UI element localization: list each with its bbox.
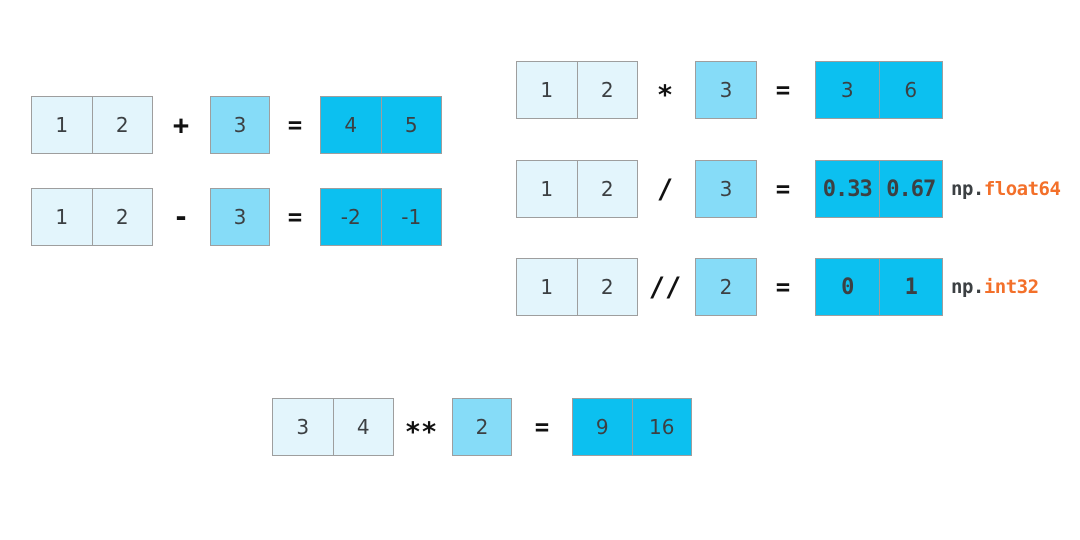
result-cell: 9 — [595, 415, 609, 439]
scalar-box: 2 — [452, 398, 512, 456]
equals-sign: = — [775, 175, 791, 203]
result-cell: 4 — [344, 113, 358, 137]
scalar-box: 3 — [210, 96, 270, 154]
array-cell: 4 — [332, 399, 394, 455]
equals-sign: = — [287, 203, 303, 231]
input-array: 1 2 — [31, 96, 153, 154]
operation-row-divide: 1 2 / 3 = 0.33 0.67 np.float64 — [0, 160, 1080, 218]
result-cell: 0.33 — [822, 176, 873, 202]
dtype-name: int32 — [983, 276, 1039, 298]
array-cell: 2 — [576, 259, 638, 315]
operator-minus: - — [172, 201, 190, 233]
equals-sign: = — [287, 111, 303, 139]
operation-row-floor-divide: 1 2 // 2 = 0 1 np.int32 — [0, 258, 1080, 316]
result-array: -2 -1 — [320, 188, 442, 246]
result-cell: -1 — [380, 189, 442, 245]
dtype-prefix: np. — [951, 178, 984, 200]
equals-sign: = — [775, 273, 791, 301]
result-cell: 6 — [878, 62, 943, 118]
input-array: 3 4 — [272, 398, 394, 456]
scalar-box: 3 — [695, 61, 757, 119]
equals-sign: = — [775, 76, 791, 104]
array-cell: 1 — [55, 113, 69, 137]
array-cell: 2 — [576, 62, 638, 118]
array-cell: 2 — [91, 97, 153, 153]
operator-plus: + — [172, 109, 190, 141]
result-cell: 16 — [631, 399, 692, 455]
result-array: 0 1 — [815, 258, 943, 316]
input-array: 1 2 — [516, 258, 638, 316]
operator-multiply: * — [656, 79, 674, 111]
array-cell: 1 — [540, 177, 554, 201]
array-cell: 2 — [91, 189, 153, 245]
result-cell: 5 — [380, 97, 442, 153]
scalar-box: 2 — [695, 258, 757, 316]
operator-power: ** — [404, 416, 438, 448]
array-cell: 3 — [296, 415, 310, 439]
array-cell: 2 — [576, 161, 638, 217]
result-array: 9 16 — [572, 398, 692, 456]
array-cell: 1 — [540, 275, 554, 299]
array-cell: 1 — [540, 78, 554, 102]
result-array: 0.33 0.67 — [815, 160, 943, 218]
input-array: 1 2 — [516, 61, 638, 119]
result-cell: 3 — [840, 78, 854, 102]
result-cell: -2 — [340, 205, 361, 229]
dtype-prefix: np. — [951, 276, 984, 298]
scalar-box: 3 — [210, 188, 270, 246]
operator-divide: / — [656, 173, 674, 205]
dtype-name: float64 — [983, 178, 1061, 200]
result-cell: 1 — [878, 259, 943, 315]
result-cell: 0 — [841, 274, 854, 300]
input-array: 1 2 — [31, 188, 153, 246]
operation-row-add: 1 2 + 3 = 4 5 — [0, 96, 1080, 154]
array-cell: 1 — [55, 205, 69, 229]
scalar-box: 3 — [695, 160, 757, 218]
result-array: 3 6 — [815, 61, 943, 119]
dtype-label-int32: np.int32 — [951, 258, 1039, 316]
input-array: 1 2 — [516, 160, 638, 218]
operator-floor-divide: // — [648, 271, 682, 303]
operation-row-power: 3 4 ** 2 = 9 16 — [0, 398, 1080, 456]
operation-row-subtract: 1 2 - 3 = -2 -1 — [0, 188, 1080, 246]
result-cell: 0.67 — [878, 161, 943, 217]
operation-row-multiply: 1 2 * 3 = 3 6 — [0, 61, 1080, 119]
result-array: 4 5 — [320, 96, 442, 154]
dtype-label-float64: np.float64 — [951, 160, 1061, 218]
equals-sign: = — [534, 413, 550, 441]
